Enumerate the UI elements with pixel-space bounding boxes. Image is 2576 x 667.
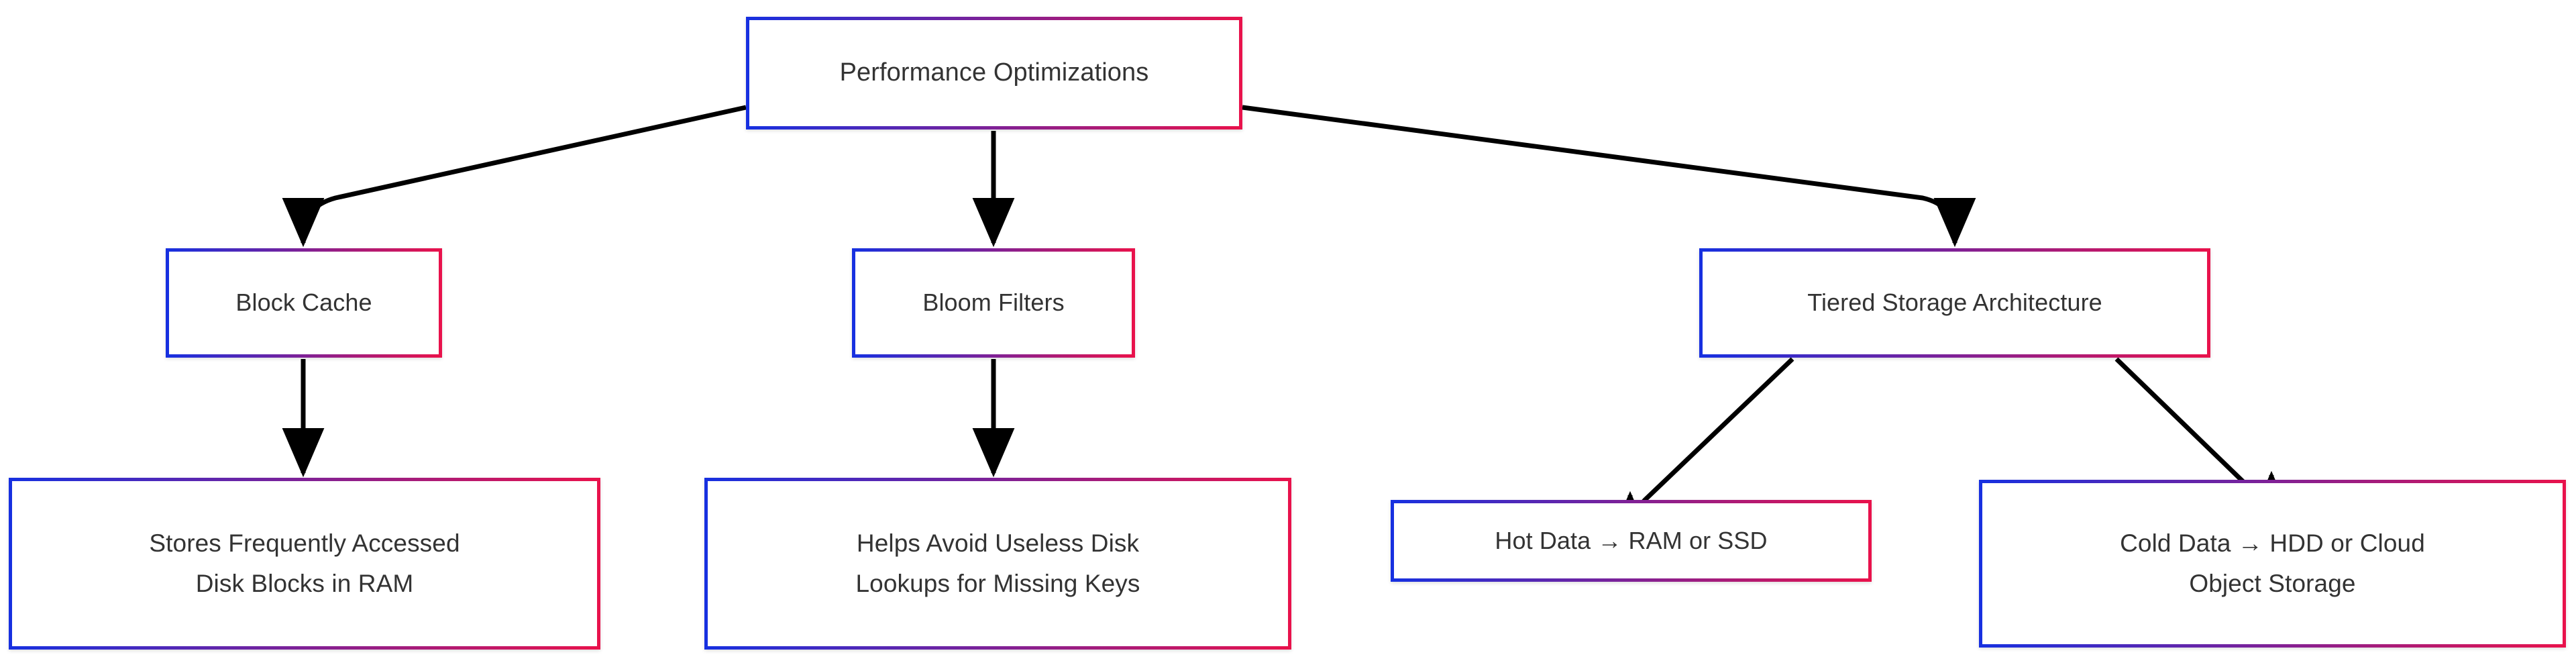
node-tiered-storage-architecture[interactable]: Tiered Storage Architecture	[1699, 248, 2210, 358]
edge-root-to-tiered-storage	[1242, 105, 1976, 248]
node-helps-avoid-useless-disk-lookups[interactable]: Helps Avoid Useless Disk Lookups for Mis…	[704, 478, 1291, 650]
node-label: Helps Avoid Useless Disk Lookups for Mis…	[855, 529, 1140, 597]
node-label: Block Cache	[235, 289, 372, 317]
node-label: Hot Data → RAM or SSD	[1495, 526, 1768, 554]
node-block-cache[interactable]: Block Cache	[166, 248, 442, 358]
node-performance-optimizations[interactable]: Performance Optimizations	[746, 17, 1242, 130]
node-label: Stores Frequently Accessed Disk Blocks i…	[149, 529, 460, 597]
node-label: Bloom Filters	[922, 289, 1065, 317]
edge-root-to-block-cache	[282, 105, 747, 248]
node-cold-data-hdd-or-cloud-object-storage[interactable]: Cold Data → HDD or Cloud Object Storage	[1979, 480, 2566, 648]
node-stores-frequently-accessed-disk-blocks-in-ram[interactable]: Stores Frequently Accessed Disk Blocks i…	[9, 478, 600, 650]
node-hot-data-ram-or-ssd[interactable]: Hot Data → RAM or SSD	[1391, 500, 1872, 582]
node-label: Cold Data → HDD or Cloud Object Storage	[2120, 529, 2425, 597]
node-bloom-filters[interactable]: Bloom Filters	[852, 248, 1135, 358]
node-label: Performance Optimizations	[839, 58, 1149, 87]
node-label: Tiered Storage Architecture	[1807, 289, 2102, 317]
